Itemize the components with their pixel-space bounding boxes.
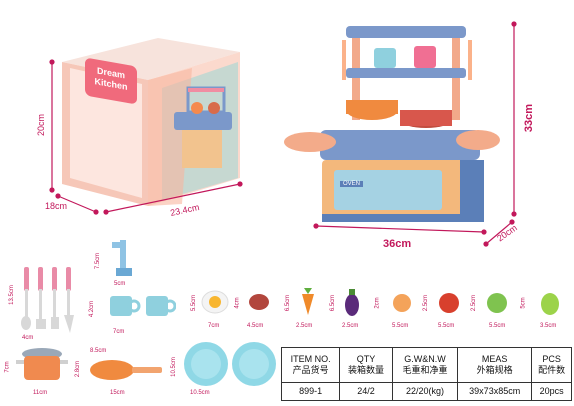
plate-width-label: 10.5cm <box>190 390 210 396</box>
pot-width-label: 11cm <box>33 390 48 396</box>
tomato-width-label: 5.5cm <box>438 323 455 329</box>
food-egg <box>200 289 230 315</box>
plates <box>182 340 278 388</box>
pan-width-label: 15cm <box>110 390 125 396</box>
pot-height-label: 7cm <box>4 361 11 373</box>
faucet-width-label: 5cm <box>114 281 126 287</box>
orange-width-label: 5.5cm <box>392 323 409 329</box>
meat-width-label: 4.5cm <box>247 323 264 329</box>
food-eggplant <box>343 287 361 317</box>
carrot-width-label: 2.5cm <box>296 323 313 329</box>
tomato-height-label: 2.5cm <box>423 294 430 312</box>
pepper-height-label: 5cm <box>520 297 527 309</box>
food-cabbage <box>486 292 508 314</box>
product-box <box>62 28 242 208</box>
eggplant-height-label: 6.5cm <box>330 294 337 312</box>
orange-height-label: 2cm <box>374 297 381 309</box>
pan-top-label: 8.5cm <box>90 348 107 354</box>
faucet-height-label: 7.5cm <box>95 252 102 270</box>
food-pepper <box>540 290 560 316</box>
kitchen-height-label: 33cm <box>523 103 536 133</box>
utensils-width-label: 4cm <box>22 335 34 341</box>
box-depth-label: 18cm <box>45 201 68 211</box>
spec-header-cell: ITEM NO.产品货号 <box>280 347 341 383</box>
food-orange <box>392 293 412 313</box>
food-carrot <box>298 288 318 316</box>
oven-label: OVEN <box>340 181 364 187</box>
spec-qty: 24/2 <box>339 381 393 402</box>
pepper-width-label: 3.5cm <box>540 323 557 329</box>
box-height-label: 20cm <box>36 113 47 137</box>
cup-width-label: 7cm <box>113 329 125 335</box>
faucet <box>108 238 136 278</box>
utensils-height-label: 13.5cm <box>8 285 15 305</box>
spec-value-row: 899-1 24/2 22/20(kg) 39x73x85cm 20pcs <box>280 381 572 402</box>
frying-pan <box>88 352 164 386</box>
egg-height-label: 5.5cm <box>191 294 198 312</box>
eggplant-width-label: 2.5cm <box>342 323 359 329</box>
utensils-set <box>16 265 86 335</box>
pot <box>14 346 70 388</box>
food-meat <box>248 293 270 311</box>
kitchen-playset <box>282 10 506 224</box>
cabbage-width-label: 5.5cm <box>489 323 506 329</box>
carrot-height-label: 6.5cm <box>285 294 292 312</box>
spec-pcs: 20pcs <box>531 381 572 402</box>
spec-meas: 39x73x85cm <box>457 381 533 402</box>
meat-height-label: 4cm <box>234 297 241 309</box>
kitchen-width-label: 36cm <box>383 238 412 250</box>
spec-weight: 22/20(kg) <box>391 381 459 402</box>
cabbage-height-label: 2.5cm <box>471 294 478 312</box>
pan-height-label: 2.8cm <box>75 360 82 378</box>
cups <box>106 292 177 322</box>
egg-width-label: 7cm <box>208 323 220 329</box>
plate-height-label: 10.5cm <box>170 357 177 377</box>
food-tomato <box>438 292 460 314</box>
spec-item-no: 899-1 <box>280 381 341 402</box>
cup-height-label: 4.2cm <box>89 300 96 318</box>
